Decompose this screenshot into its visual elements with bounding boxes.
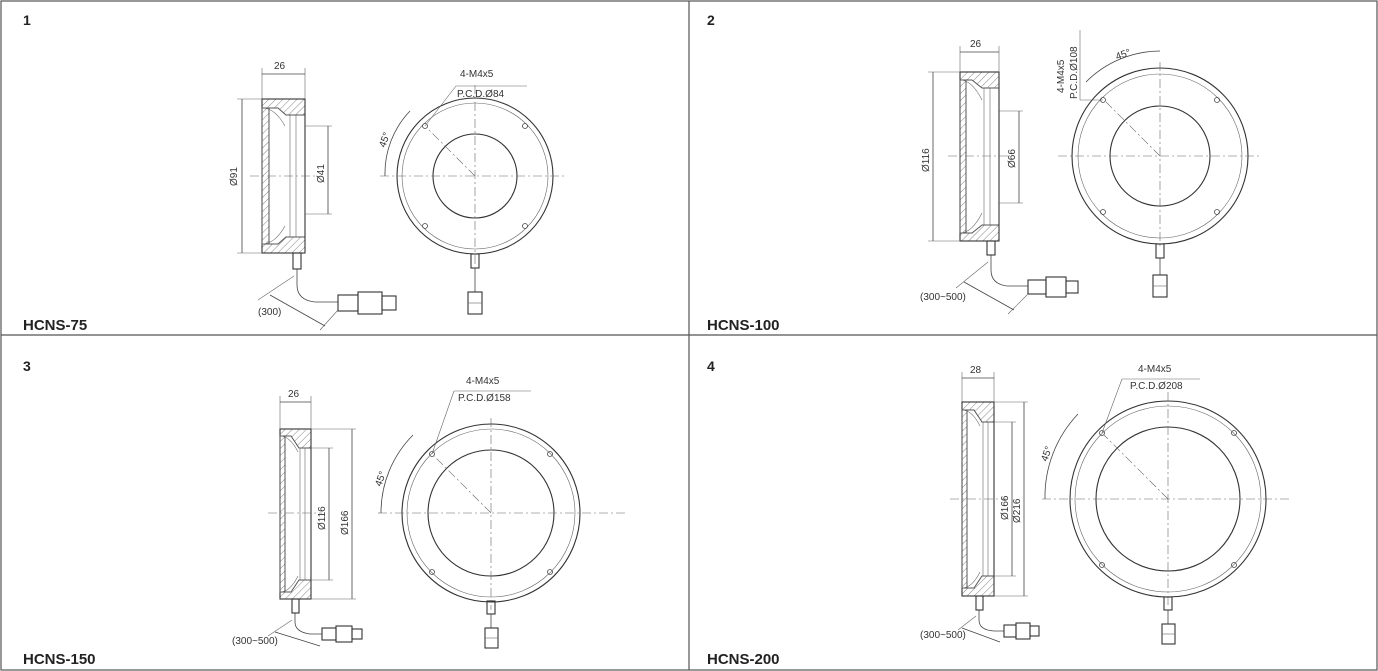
model-label: HCNS-200 [707, 651, 780, 668]
width-dimension: 26 [970, 39, 982, 50]
front-view: 45° 4-M4x5 P.C.D.Ø84 [377, 69, 565, 315]
panel-number: 2 [707, 12, 715, 28]
hole-spec: 4-M4x5 [1138, 364, 1172, 375]
panel-4: 4 HCNS-200 28 Ø166 Ø216 [707, 358, 1290, 668]
front-view: 45° 4-M4x5 P.C.D.Ø208 [1039, 364, 1290, 645]
front-view: 45° 4-M4x5 P.C.D.Ø158 [373, 376, 625, 649]
angle-dimension: 45° [373, 470, 389, 488]
pcd-spec: P.C.D.Ø108 [1069, 46, 1080, 99]
pcd-spec: P.C.D.Ø158 [458, 393, 511, 404]
side-view: 26 Ø116 Ø166 (300~500) [232, 389, 363, 647]
pcd-spec: P.C.D.Ø208 [1130, 381, 1183, 392]
width-dimension: 26 [274, 61, 286, 72]
hole-spec: 4-M4x5 [1056, 59, 1067, 93]
panel-3: 3 HCNS-150 26 Ø116 Ø166 [23, 358, 625, 668]
model-label: HCNS-75 [23, 317, 87, 334]
outer-diameter-dimension: Ø166 [340, 510, 351, 535]
panel-number: 3 [23, 358, 31, 374]
side-view: 26 Ø116 Ø66 (300~500) [920, 39, 1079, 315]
angle-dimension: 45° [1114, 47, 1132, 63]
pcd-spec: P.C.D.Ø84 [457, 89, 504, 100]
width-dimension: 26 [288, 389, 300, 400]
inner-diameter-dimension: Ø41 [316, 164, 327, 183]
angle-dimension: 45° [1039, 445, 1055, 463]
hole-spec: 4-M4x5 [460, 69, 494, 80]
angle-dimension: 45° [377, 131, 393, 149]
side-view: 28 Ø166 Ø216 (300~500) [920, 365, 1040, 643]
cable-length-dimension: (300~500) [232, 636, 278, 647]
inner-diameter-dimension: Ø166 [1000, 495, 1011, 520]
model-label: HCNS-150 [23, 651, 96, 668]
front-view: 45° 4-M4x5 P.C.D.Ø108 [1056, 30, 1262, 298]
cable-length-dimension: (300~500) [920, 630, 966, 641]
side-view: 26 Ø91 Ø41 (300) [229, 61, 397, 331]
panel-number: 1 [23, 12, 31, 28]
outer-diameter-dimension: Ø91 [229, 167, 240, 186]
panel-2: 2 HCNS-100 26 Ø116 Ø66 [707, 12, 1262, 334]
inner-diameter-dimension: Ø66 [1007, 149, 1018, 168]
model-label: HCNS-100 [707, 317, 780, 334]
cable-length-dimension: (300~500) [920, 292, 966, 303]
inner-diameter-dimension: Ø116 [317, 506, 328, 530]
panel-number: 4 [707, 358, 715, 374]
width-dimension: 28 [970, 365, 982, 376]
panel-1: 1 HCNS-75 26 Ø91 Ø41 [23, 12, 565, 334]
outer-diameter-dimension: Ø216 [1012, 498, 1023, 523]
hole-spec: 4-M4x5 [466, 376, 500, 387]
outer-diameter-dimension: Ø116 [921, 148, 932, 172]
cable-length-dimension: (300) [258, 307, 281, 318]
